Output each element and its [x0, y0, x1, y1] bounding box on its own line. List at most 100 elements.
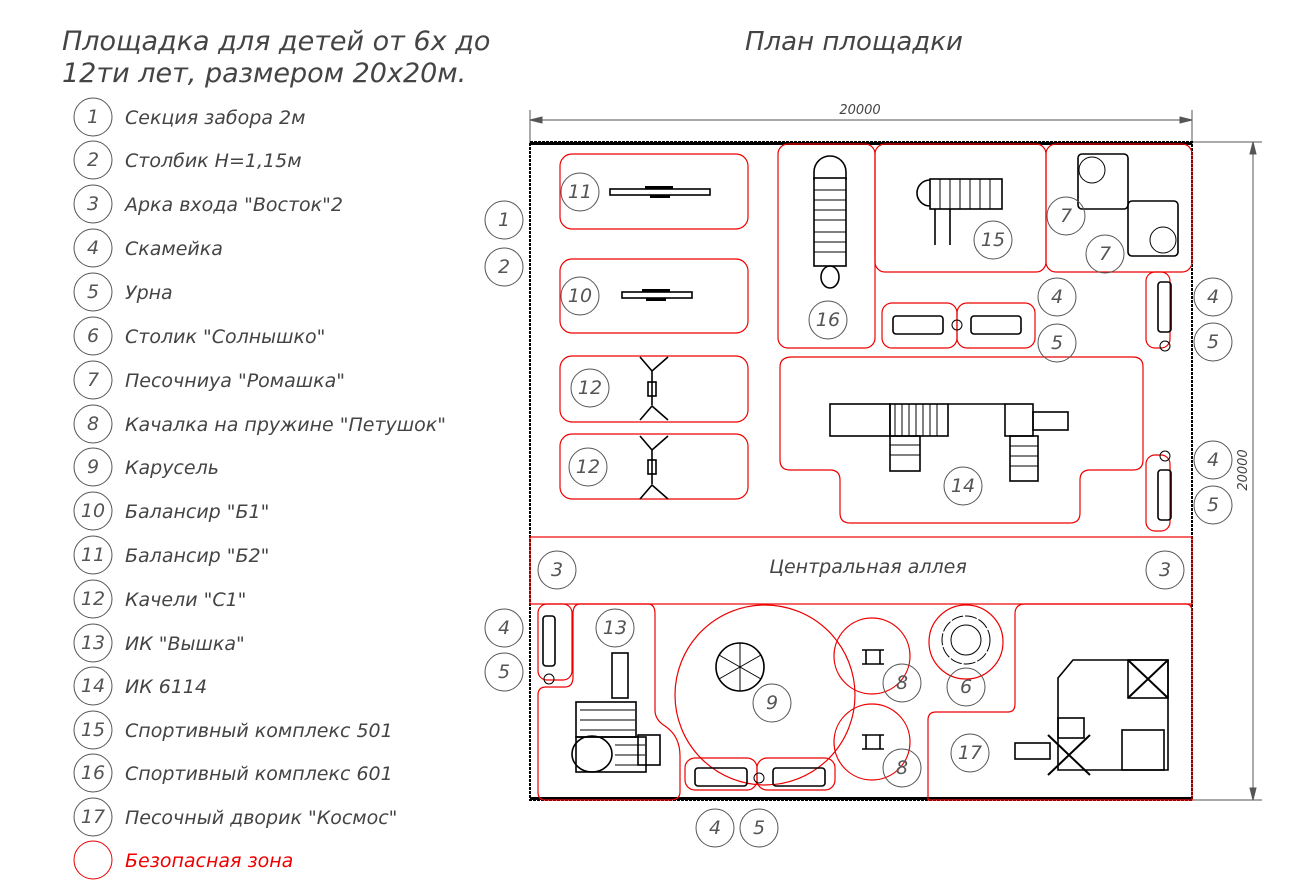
legend-number-circle: [73, 623, 113, 663]
callout-circle: [973, 220, 1013, 260]
bench-icon: [542, 615, 556, 685]
legend-number-circle: [73, 97, 113, 137]
balancer-b1-icon: [621, 289, 693, 301]
callout-number: 8: [896, 757, 908, 779]
legend-number-circle: [73, 535, 113, 575]
legend-number-circle: [73, 360, 113, 400]
callout-circle: [1037, 323, 1077, 363]
callout-circle: [1193, 440, 1233, 480]
callout-number: 6: [960, 676, 972, 698]
spring-rocker-icon: [862, 649, 884, 665]
callout-circle: [537, 550, 577, 590]
legend-label: ИК "Вышка": [125, 633, 245, 655]
callout-number: 2: [498, 256, 510, 278]
sandbox-kosmos-icon: [1014, 659, 1169, 776]
legend-number-circle: [73, 316, 113, 356]
legend-number-circle: [73, 140, 113, 180]
safety-zones: [537, 143, 1193, 801]
legend-label: ИК 6114: [125, 676, 207, 698]
safe-zone-label: Безопасная зона: [125, 850, 293, 872]
callout-circle: [1085, 234, 1125, 274]
bench-icon: [694, 767, 826, 787]
legend-number: 1: [87, 106, 99, 128]
callout-circle: [570, 368, 610, 408]
callout-number: 9: [766, 692, 778, 714]
spring-rocker-icon: [862, 734, 884, 750]
callout-circle: [568, 447, 608, 487]
bench-icon: [1157, 281, 1172, 352]
title-line-2: 12ти лет, размером 20х20м.: [62, 58, 466, 89]
legend-label: Спортивный комплекс 601: [125, 763, 393, 785]
callout-number: 7: [1060, 205, 1072, 227]
dimension-height-label: 20000: [1236, 449, 1251, 490]
legend-number: 7: [87, 369, 99, 391]
balancer-b2-icon: [609, 186, 711, 198]
dimension-height: [1192, 141, 1262, 801]
callout-number: 7: [1099, 243, 1111, 265]
callout-number: 4: [709, 817, 721, 839]
callout-number: 12: [578, 377, 602, 399]
legend-item: 3 Арка входа "Восток"2: [73, 184, 343, 224]
sport-complex-601-icon: [813, 155, 847, 289]
legend-number-circle: [73, 797, 113, 837]
legend-number: 14: [81, 675, 105, 697]
complex-6114-icon: [829, 403, 1069, 482]
callout-number: 17: [958, 742, 982, 764]
legend-number: 3: [87, 193, 99, 215]
callout-circle: [739, 808, 779, 848]
dimension-width: [529, 110, 1193, 145]
callout-circle: [484, 652, 524, 692]
callout-circle: [882, 663, 922, 703]
legend-number-circle: [73, 491, 113, 531]
callout-number: 5: [1207, 494, 1219, 516]
legend-label: Балансир "Б2": [125, 545, 269, 567]
safe-zone-legend-icon: [73, 840, 113, 880]
legend-number: 13: [81, 632, 105, 654]
callout-circle: [882, 748, 922, 788]
callout-circle: [808, 300, 848, 340]
legend-number-circle: [73, 666, 113, 706]
legend-label: Карусель: [125, 457, 219, 479]
carousel-icon: [715, 642, 765, 692]
callout-circle: [484, 608, 524, 648]
callout-circle: [1193, 277, 1233, 317]
legend-number-circle: [73, 710, 113, 750]
tower-complex-icon: [571, 652, 661, 773]
callout-circle: [1037, 277, 1077, 317]
callout-circle: [484, 247, 524, 287]
callout-circle: [943, 466, 983, 506]
callout-number: 4: [1207, 286, 1219, 308]
plan-title: План площадки: [745, 27, 963, 57]
legend-item: 9 Карусель: [73, 447, 219, 487]
sandbox-romashka-icon: [1077, 153, 1179, 257]
callout-circle: [1145, 550, 1185, 590]
bench-icon: [892, 315, 1022, 335]
callout-circle: [1193, 322, 1233, 362]
legend-number: 9: [87, 456, 99, 478]
legend-number: 15: [81, 719, 105, 741]
legend-number-circle: [73, 184, 113, 224]
legend-label: Урна: [125, 282, 173, 304]
callout-circle: [946, 667, 986, 707]
legend-number: 17: [81, 806, 105, 828]
legend-number-circle: [73, 579, 113, 619]
callout-number: 16: [816, 309, 840, 331]
table-sun-icon: [941, 615, 991, 665]
callout-number: 3: [551, 559, 563, 581]
callout-number: 5: [498, 661, 510, 683]
legend-number-circle: [73, 272, 113, 312]
legend-number-circle: [73, 404, 113, 444]
legend-label: Качалка на пружине "Петушок": [125, 414, 446, 436]
callout-number: 14: [951, 475, 975, 497]
callout-number: 11: [568, 181, 592, 203]
legend-label: Арка входа "Восток"2: [123, 194, 343, 216]
